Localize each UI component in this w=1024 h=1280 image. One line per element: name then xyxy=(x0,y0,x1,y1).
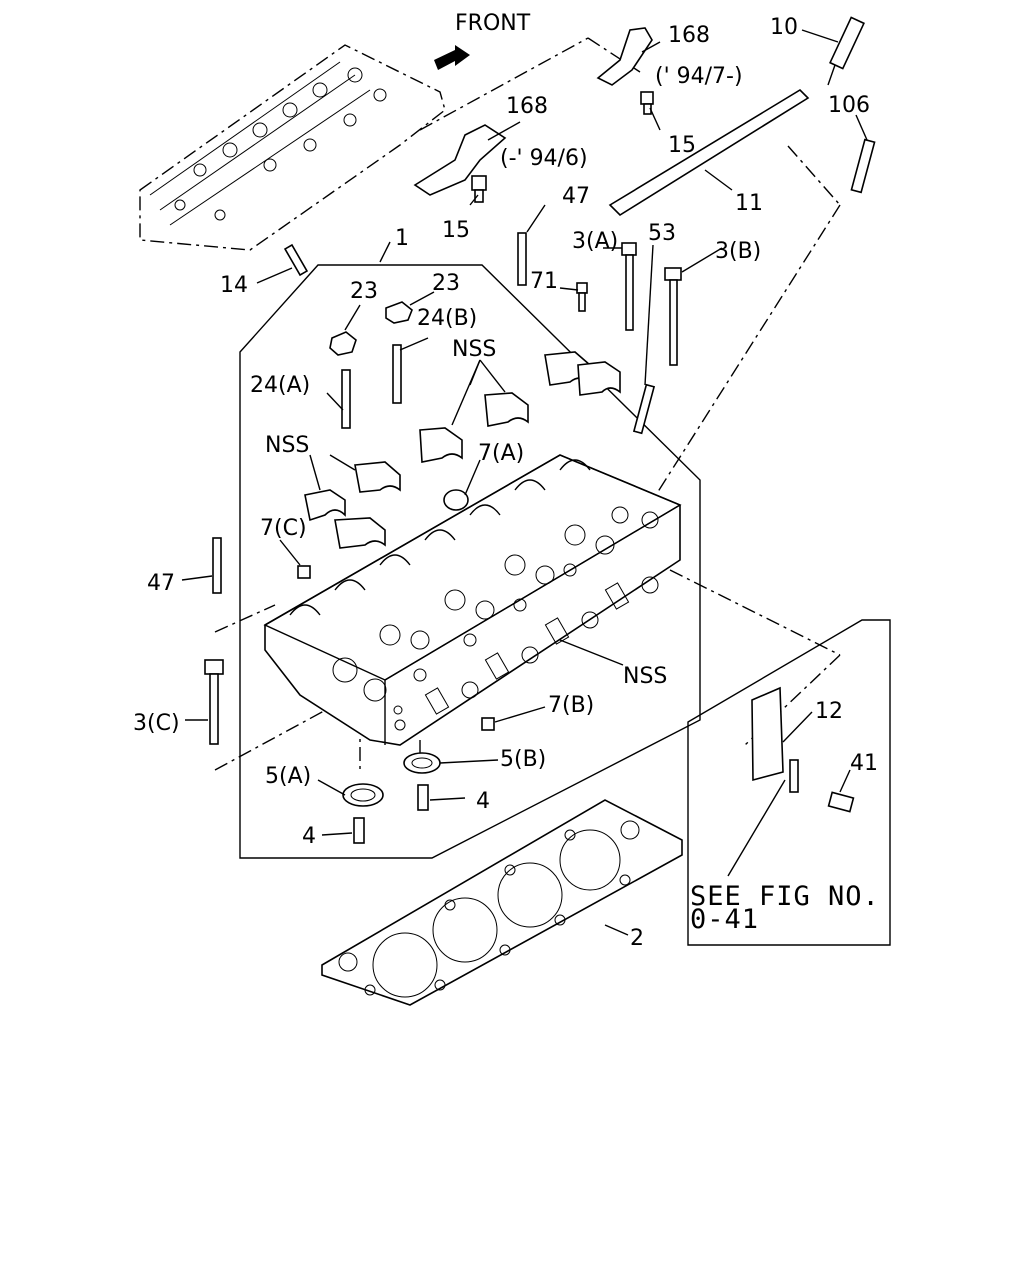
label-4-left: 4 xyxy=(302,824,316,849)
callout-labels: FRONT 168 (' 94/7-) 10 106 168 15 (-' 94… xyxy=(133,11,880,951)
label-nss-bottom: NSS xyxy=(623,664,667,689)
label-168-late: 168 xyxy=(668,23,710,48)
label-5b: 5(B) xyxy=(500,747,546,772)
head-gasket xyxy=(321,799,683,1006)
label-7c: 7(C) xyxy=(260,516,307,541)
label-date-late: (' 94/7-) xyxy=(655,64,743,89)
label-3a: 3(A) xyxy=(572,229,618,254)
leader-lines xyxy=(181,29,868,936)
label-53: 53 xyxy=(648,221,676,246)
label-168-early: 168 xyxy=(506,94,548,119)
part-bolts xyxy=(204,16,876,844)
label-14: 14 xyxy=(220,273,248,298)
label-4-right: 4 xyxy=(476,789,490,814)
label-15-late: 15 xyxy=(668,133,696,158)
bracket-168-early xyxy=(413,124,507,196)
label-3b: 3(B) xyxy=(715,239,761,264)
label-24a: 24(A) xyxy=(250,373,310,398)
label-5a: 5(A) xyxy=(265,764,311,789)
label-11: 11 xyxy=(735,191,763,216)
label-2: 2 xyxy=(630,926,644,951)
label-7b: 7(B) xyxy=(548,693,594,718)
cylinder-head xyxy=(263,454,682,746)
detail-inset-outline xyxy=(687,619,891,946)
label-15-early: 15 xyxy=(442,218,470,243)
bearing-caps xyxy=(304,351,621,549)
bracket-168-late xyxy=(596,27,653,86)
front-arrow-icon xyxy=(434,45,470,70)
bracket-12 xyxy=(751,686,784,782)
pin-in-inset xyxy=(789,759,799,793)
label-47-left: 47 xyxy=(147,571,175,596)
label-106: 106 xyxy=(828,93,870,118)
cylinder-head-assembly-outline xyxy=(239,264,701,859)
label-3c: 3(C) xyxy=(133,711,180,736)
see-fig-line2: 0-41 xyxy=(690,904,759,935)
label-24b: 24(B) xyxy=(417,306,477,331)
label-7a: 7(A) xyxy=(478,441,524,466)
label-10: 10 xyxy=(770,15,798,40)
label-date-early: (-' 94/6) xyxy=(500,146,588,171)
label-47-top: 47 xyxy=(562,184,590,209)
label-nss-top: NSS xyxy=(452,337,496,362)
label-23-right: 23 xyxy=(432,271,460,296)
label-41: 41 xyxy=(850,751,878,776)
label-71: 71 xyxy=(530,269,558,294)
label-nss-left: NSS xyxy=(265,433,309,458)
bolt-41 xyxy=(827,791,855,813)
label-12: 12 xyxy=(815,699,843,724)
label-front: FRONT xyxy=(455,11,531,36)
label-1: 1 xyxy=(395,226,409,251)
label-23-left: 23 xyxy=(350,279,378,304)
reference-head-drawing xyxy=(139,44,446,251)
glow-plug-connector-11 xyxy=(608,88,810,217)
see-fig-line1: SEE FIG NO. xyxy=(690,881,880,912)
